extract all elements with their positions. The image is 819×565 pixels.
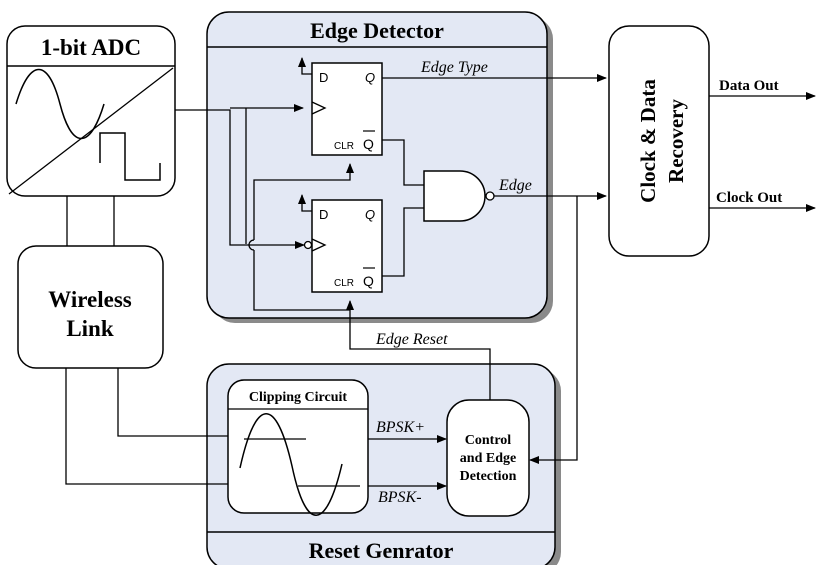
clipping-sine-icon bbox=[239, 413, 343, 516]
ff-bottom-clr: CLR bbox=[334, 278, 354, 289]
edge-label: Edge bbox=[498, 177, 532, 194]
analog-sine-icon bbox=[15, 69, 105, 139]
ff-bottom-d: D bbox=[319, 207, 328, 222]
flip-flop-bottom: D Q CLR Q bbox=[303, 199, 383, 293]
ff-bottom-q: Q bbox=[365, 207, 375, 222]
reset-generator-title: Reset Genrator bbox=[309, 538, 454, 563]
control-line1: Control bbox=[465, 433, 512, 448]
bpsk-minus-label: BPSK- bbox=[378, 489, 422, 506]
control-line2: and Edge bbox=[460, 451, 516, 466]
digital-square-icon bbox=[99, 132, 161, 181]
clock-out-label: Clock Out bbox=[716, 190, 782, 206]
ff-bottom-qbar: Q bbox=[363, 273, 374, 289]
clipping-circuit-block: Clipping Circuit bbox=[227, 379, 369, 516]
edge-type-label: Edge Type bbox=[420, 59, 488, 76]
bpsk-plus-label: BPSK+ bbox=[376, 419, 425, 436]
edge-reset-label: Edge Reset bbox=[375, 331, 448, 348]
cdr-line1: Clock & Data bbox=[636, 79, 660, 203]
edge-detector-title: Edge Detector bbox=[310, 18, 444, 43]
cdr-line2: Recovery bbox=[664, 99, 688, 183]
wireless-line2: Link bbox=[66, 316, 114, 341]
control-line3: Detection bbox=[460, 469, 517, 484]
data-out-label: Data Out bbox=[719, 78, 779, 94]
control-edge-detection-block: Control and Edge Detection bbox=[446, 399, 530, 517]
adc-title: 1-bit ADC bbox=[41, 35, 141, 60]
nand-gate bbox=[423, 170, 495, 222]
cdr-block: Clock & Data Recovery bbox=[608, 25, 710, 257]
ff-top-q: Q bbox=[365, 70, 375, 85]
wireless-line1: Wireless bbox=[48, 287, 132, 312]
wireless-link-block: Wireless Link bbox=[17, 245, 164, 369]
adc-block: 1-bit ADC bbox=[6, 25, 176, 197]
ff-top-qbar: Q bbox=[363, 136, 374, 152]
clipping-title: Clipping Circuit bbox=[249, 390, 347, 405]
flip-flop-top: D Q CLR Q bbox=[311, 62, 383, 156]
ff-top-d: D bbox=[319, 70, 328, 85]
ff-top-clr: CLR bbox=[334, 141, 354, 152]
